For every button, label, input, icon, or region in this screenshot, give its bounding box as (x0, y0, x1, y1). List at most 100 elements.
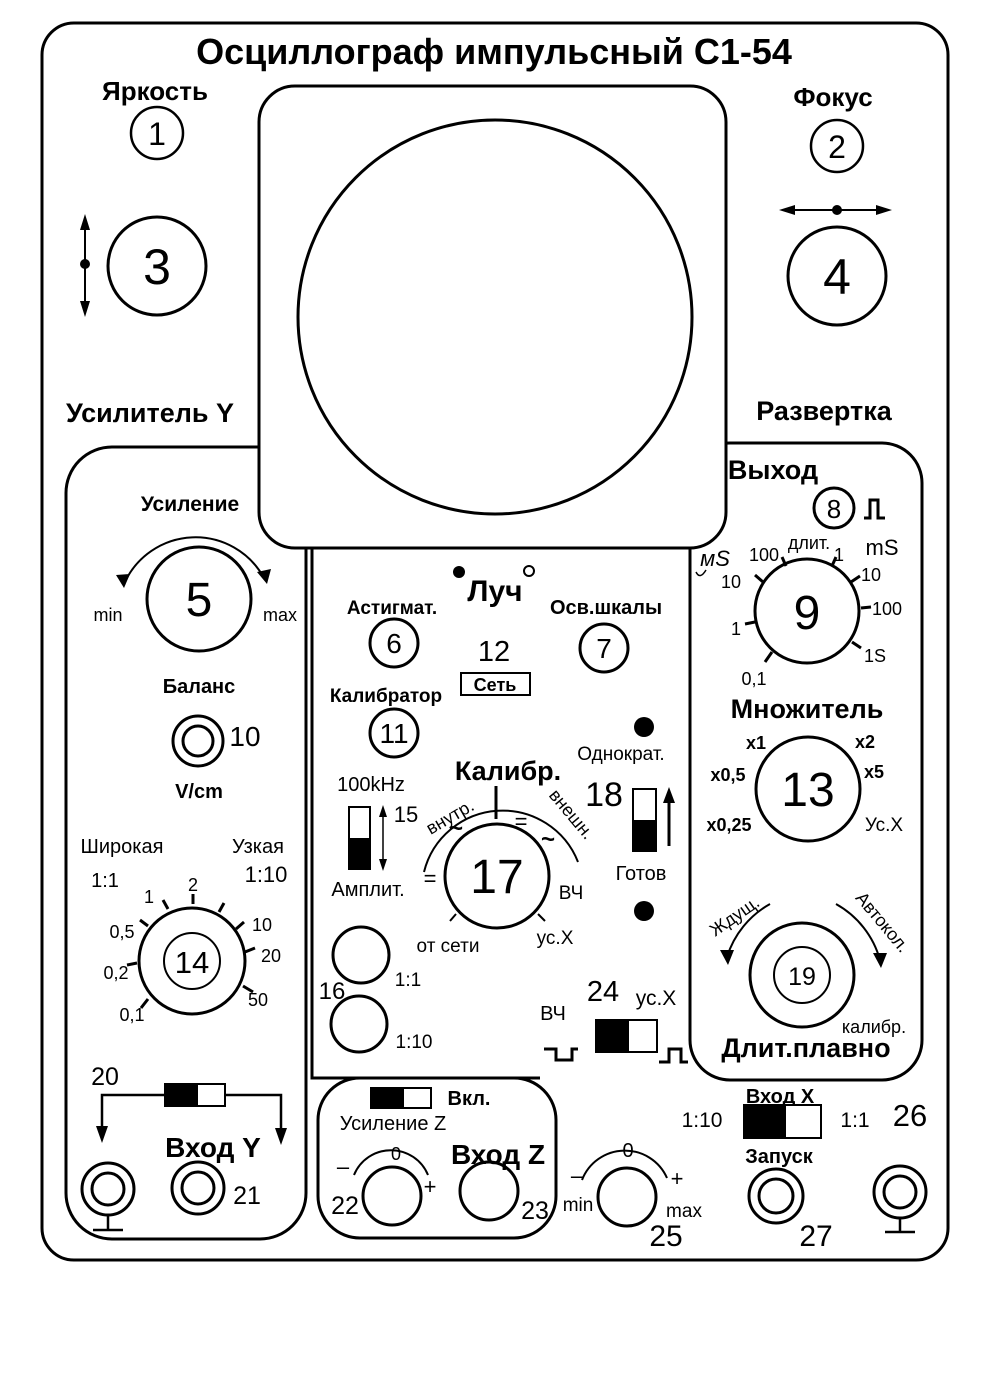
multiplier-number: 13 (781, 764, 834, 817)
z-gain-zero-label: 0 (391, 1144, 401, 1164)
beam-dot-right-icon (523, 565, 535, 577)
sync-number: 17 (470, 851, 523, 904)
calib-switch-top-label: 100kHz (337, 774, 405, 796)
output-label: Выход (728, 455, 818, 485)
range-label-4: 2 (188, 875, 198, 895)
input-y-slide-switch[interactable] (164, 1083, 226, 1107)
brightness-knob[interactable]: 1 (129, 105, 185, 161)
negative-pulse-icon (544, 1047, 578, 1062)
range-label-1: 0,2 (103, 963, 128, 983)
z-input-slide-switch[interactable] (370, 1087, 432, 1109)
scale-light-knob[interactable]: 7 (578, 622, 630, 674)
focus-knob[interactable]: 2 (809, 118, 865, 174)
z-gain-plus-label: + (424, 1174, 437, 1199)
panel-frame (40, 21, 950, 1262)
sweep-title: Развертка (756, 396, 893, 426)
vertical-position-knob[interactable]: 3 (106, 215, 208, 317)
level-25-number: 25 (649, 1220, 682, 1253)
input-y-arrow-right-icon (275, 1128, 287, 1145)
input-x-number: 26 (893, 1098, 927, 1133)
attenuator-1-1-connector[interactable] (331, 925, 391, 985)
duration-fine-arrow-left-icon (720, 950, 734, 965)
attenuator-1-1-label: 1:1 (395, 970, 421, 991)
balance-adjuster[interactable] (171, 714, 225, 768)
output-connector[interactable]: 8 (812, 486, 856, 530)
multiplier-label: Множитель (731, 694, 884, 724)
focus-label: Фокус (793, 82, 872, 112)
horizontal-position-knob[interactable]: 4 (786, 225, 888, 327)
attenuator-number: 16 (319, 978, 346, 1005)
level-25-knob[interactable] (596, 1166, 658, 1228)
duration-fine-label: Длит.плавно (721, 1033, 890, 1063)
calibrator-knob[interactable]: 11 (368, 707, 420, 759)
duration-label-5: 10 (861, 565, 881, 585)
calib-switch-bottom-label: Амплит. (331, 879, 404, 901)
z-gain-label: Усиление Z (340, 1113, 446, 1135)
duration-fine-knob[interactable]: 19 (748, 921, 856, 1029)
power-label: Сеть (474, 675, 517, 695)
input-x-label: Вход X (746, 1086, 815, 1108)
range-narrow-label: Узкая (232, 836, 284, 858)
duration-fine-wait-label: Ждущ. (706, 892, 763, 940)
sync-ac-outer-label: ~ (541, 826, 555, 853)
single-shot-number: 18 (585, 776, 623, 814)
duration-label-2: 10 (721, 572, 741, 592)
multiplier-label-0: x1 (746, 733, 766, 753)
duration-us-mark (695, 569, 707, 577)
vertical-position-arrow-icon (80, 214, 90, 317)
horizontal-position-number: 4 (823, 249, 851, 305)
multiplier-label-1: x2 (855, 732, 875, 752)
trigger-connector[interactable] (747, 1167, 805, 1225)
input-y-switch-lines (100, 1093, 283, 1132)
input-y-ground-connector[interactable] (80, 1161, 136, 1232)
brightness-label: Яркость (102, 76, 208, 106)
input-x-ground-connector[interactable] (872, 1164, 928, 1234)
level-25-min-label: min (563, 1195, 594, 1216)
y-amplifier-title: Усилитель Y (66, 398, 234, 428)
calib-switch-arrows-icon (379, 805, 387, 871)
duration-knob[interactable]: 9 (753, 557, 861, 665)
scale-light-number: 7 (596, 633, 612, 664)
z-input-number: 23 (521, 1197, 549, 1225)
input-x-1-1-label: 1:1 (840, 1109, 869, 1132)
gain-max-label: max (263, 605, 297, 625)
input-y-arrow-left-icon (96, 1126, 108, 1143)
output-pulse-icon (864, 498, 885, 520)
mode-24-ext-x-label: ус.X (636, 987, 677, 1010)
sync-hf-label: ВЧ (559, 883, 583, 904)
z-gain-arc (353, 1149, 429, 1176)
multiplier-knob[interactable]: 13 (754, 735, 862, 843)
range-label-3: 1 (144, 887, 154, 907)
z-input-connector[interactable] (458, 1160, 520, 1222)
duration-label-7: 1S (864, 646, 886, 666)
balance-unit-label: V/cm (175, 781, 223, 803)
gain-knob[interactable]: 5 (145, 545, 253, 653)
range-wide-label: Широкая (81, 836, 164, 858)
sync-knob[interactable]: 17 (443, 822, 551, 930)
astig-knob[interactable]: 6 (368, 617, 420, 669)
range-number: 14 (175, 945, 209, 980)
multiplier-label-4: x0,25 (706, 815, 751, 835)
duration-fine-arrow-right-icon (873, 953, 887, 968)
multiplier-label-3: x5 (864, 762, 884, 782)
single-shot-slide-switch[interactable] (632, 788, 657, 852)
calibrator-label: Калибратор (330, 686, 442, 707)
calib-switch-number: 15 (394, 802, 418, 827)
duration-us-unit-label: мS (700, 546, 730, 571)
z-gain-knob[interactable] (361, 1165, 423, 1227)
vertical-position-number: 3 (143, 239, 171, 295)
power-switch[interactable]: Сеть (460, 672, 531, 696)
focus-number: 2 (828, 129, 846, 165)
attenuator-1-10-connector[interactable] (329, 994, 389, 1054)
calib-slide-switch[interactable] (348, 806, 371, 870)
mode-24-slide-switch[interactable] (595, 1019, 658, 1053)
input-y-connector[interactable] (170, 1160, 226, 1216)
sync-tick-ext (537, 913, 546, 922)
astig-label: Астигмат. (347, 598, 437, 619)
beam-dot-left-icon (453, 566, 465, 578)
z-input-label: Вход Z (451, 1139, 545, 1170)
sync-ext-x-label: ус.X (537, 928, 574, 949)
input-x-slide-switch[interactable] (743, 1104, 822, 1139)
z-gain-number: 22 (331, 1192, 359, 1220)
range-knob[interactable]: 14 (137, 906, 247, 1016)
